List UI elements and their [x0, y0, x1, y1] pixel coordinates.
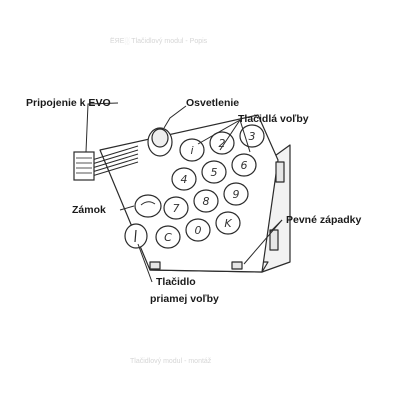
keypad-key-label: 9	[233, 188, 240, 201]
label-osvetlenie: Osvetlenie	[186, 97, 240, 109]
keypad-key-8: 8	[193, 189, 219, 213]
caption-bottom: Tlačidlový modul - montáž	[130, 358, 212, 365]
ribbon-cable	[91, 145, 139, 177]
label-pripojenie: Pripojenie k EVO	[26, 97, 111, 109]
keypad-key-label: C	[164, 231, 172, 244]
keypad-key-label: 4	[181, 173, 188, 186]
keypad-key-0: 0	[185, 218, 211, 242]
keypad-key-label: 7	[173, 202, 180, 215]
keypad-key-3: 3	[239, 124, 265, 148]
cable-connector	[73, 151, 95, 181]
keypad-key-K: K	[215, 211, 241, 235]
keypad-key-label: i	[190, 144, 193, 157]
label-priama-line1: Tlačidlo	[156, 276, 196, 288]
label-priama-line2: priamej voľby	[150, 293, 219, 305]
keypad-key-label: 5	[211, 166, 218, 179]
lock-key	[134, 194, 162, 218]
bottom-clip-1	[149, 261, 161, 270]
side-clip-1	[275, 161, 285, 183]
bottom-clip-2	[231, 261, 243, 270]
keypad-key-7: 7	[163, 196, 189, 220]
keypad-key-5: 5	[201, 160, 227, 184]
caption-top: ЁЯЕ░ Tlačidlový modul - Popis	[110, 38, 208, 45]
keypad-key-label: 2	[219, 137, 226, 150]
keypad-key-label: 3	[249, 130, 256, 143]
keypad-key-i: i	[179, 138, 205, 162]
keypad-key-label: 6	[241, 159, 248, 172]
leader-lines	[85, 102, 283, 283]
keypad-key-label: K	[224, 217, 232, 230]
keypad-key-9: 9	[223, 182, 249, 206]
keypad-key-C: C	[155, 225, 181, 249]
label-tlacidla: Tlačidlá voľby	[238, 113, 309, 125]
label-zamok: Zámok	[72, 204, 106, 216]
backlight-cylinder	[147, 127, 173, 157]
keypad-key-label: 0	[195, 224, 202, 237]
label-pevne: Pevné západky	[286, 214, 362, 226]
keypad-key-label: 8	[203, 195, 210, 208]
keypad-key-4: 4	[171, 167, 197, 191]
keypad-key-6: 6	[231, 153, 257, 177]
direct-call-key	[124, 223, 148, 249]
